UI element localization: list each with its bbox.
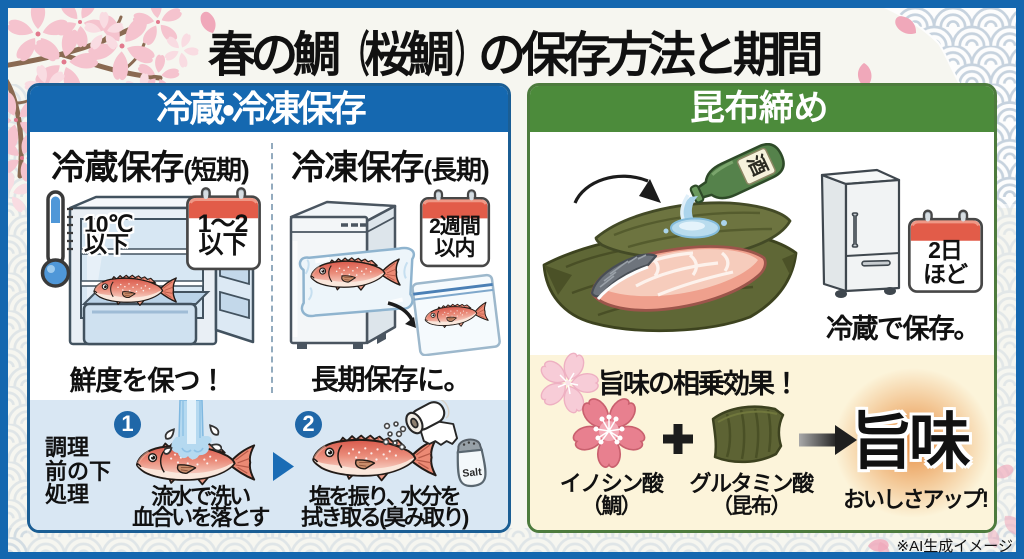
svg-text:Salt: Salt (462, 466, 483, 480)
